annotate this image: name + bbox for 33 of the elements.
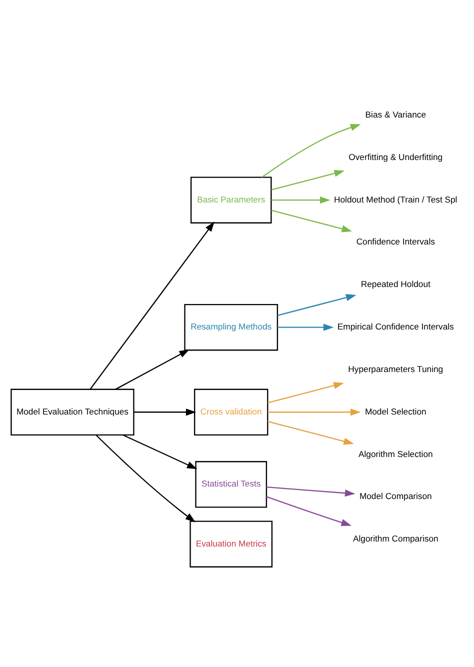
node-text: Model Comparison — [359, 490, 432, 501]
node-text: Confidence Intervals — [356, 236, 435, 246]
node-text: Algorithm Selection — [358, 448, 433, 458]
node-box: Resampling Methods — [184, 303, 278, 350]
arrow — [134, 408, 196, 416]
arrow — [268, 382, 344, 403]
arrow — [115, 348, 190, 390]
arrow — [96, 434, 196, 522]
node-text: Algorithm Comparison — [352, 533, 438, 544]
node-box: Cross validation — [194, 388, 268, 435]
node-box: Evaluation Metrics — [190, 520, 273, 567]
node-text: Model Selection — [364, 406, 426, 416]
arrow — [271, 196, 330, 204]
arrow — [268, 408, 361, 416]
arrow — [266, 496, 352, 526]
arrow — [90, 220, 214, 390]
node-text: Hyperparameters Tuning — [348, 363, 444, 374]
node-box: Basic Parameters — [190, 176, 272, 223]
node-text: Holdout Method (Train / Test Spl — [334, 194, 458, 204]
node-box: Model Evaluation Techniques — [10, 388, 134, 435]
node-box: Statistical Tests — [195, 460, 268, 508]
arrow — [277, 294, 356, 316]
node-text: Repeated Holdout — [360, 278, 430, 289]
arrow — [268, 420, 354, 444]
arrow — [122, 434, 198, 469]
arrow — [271, 209, 352, 232]
arrow — [266, 486, 356, 496]
arrow — [262, 124, 361, 178]
node-text: Empirical Confidence Intervals — [337, 321, 454, 332]
arrow — [278, 323, 334, 330]
arrow — [271, 169, 345, 190]
node-text: Bias & Variance — [365, 108, 426, 119]
node-text: Overfitting & Underfitting — [348, 151, 443, 162]
